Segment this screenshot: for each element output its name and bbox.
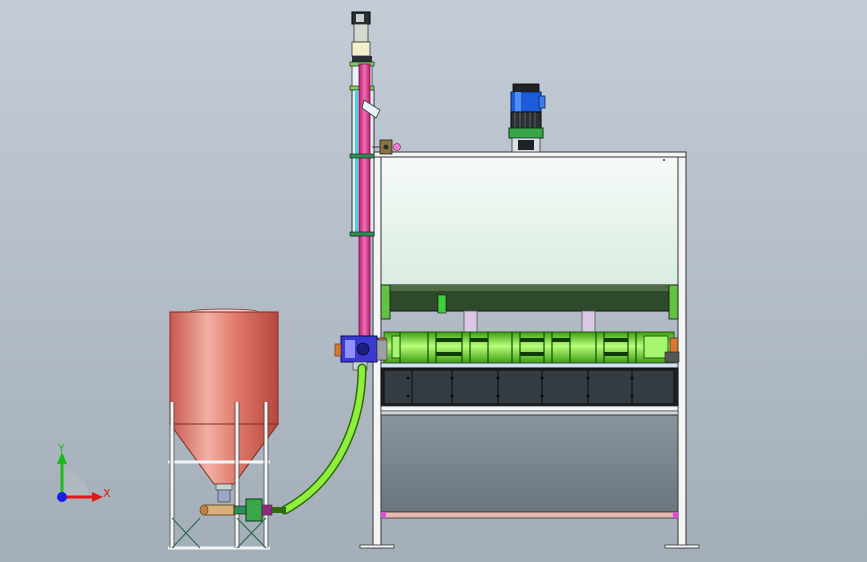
y-axis-arrow bbox=[57, 452, 67, 464]
x-axis-arrow bbox=[92, 492, 103, 502]
drive-block-row[interactable] bbox=[380, 367, 679, 407]
cabinet-top-rail[interactable] bbox=[372, 151, 687, 158]
x-axis-label: X bbox=[103, 487, 111, 500]
cabinet-right-post[interactable] bbox=[677, 151, 687, 549]
vertical-feed-pipe[interactable] bbox=[334, 11, 401, 371]
y-axis-label: Y bbox=[58, 442, 65, 455]
main-cabinet[interactable] bbox=[359, 151, 700, 549]
upper-panel[interactable] bbox=[380, 156, 679, 286]
z-axis-marker bbox=[57, 492, 67, 502]
motor-assembly[interactable] bbox=[508, 83, 546, 153]
coordinate-triad bbox=[57, 452, 103, 502]
roller-assembly[interactable] bbox=[377, 331, 680, 364]
storage-silo[interactable] bbox=[168, 308, 286, 550]
lower-panel[interactable] bbox=[380, 414, 679, 513]
conveyor-rail[interactable] bbox=[380, 362, 679, 369]
base-rail[interactable] bbox=[380, 511, 679, 519]
